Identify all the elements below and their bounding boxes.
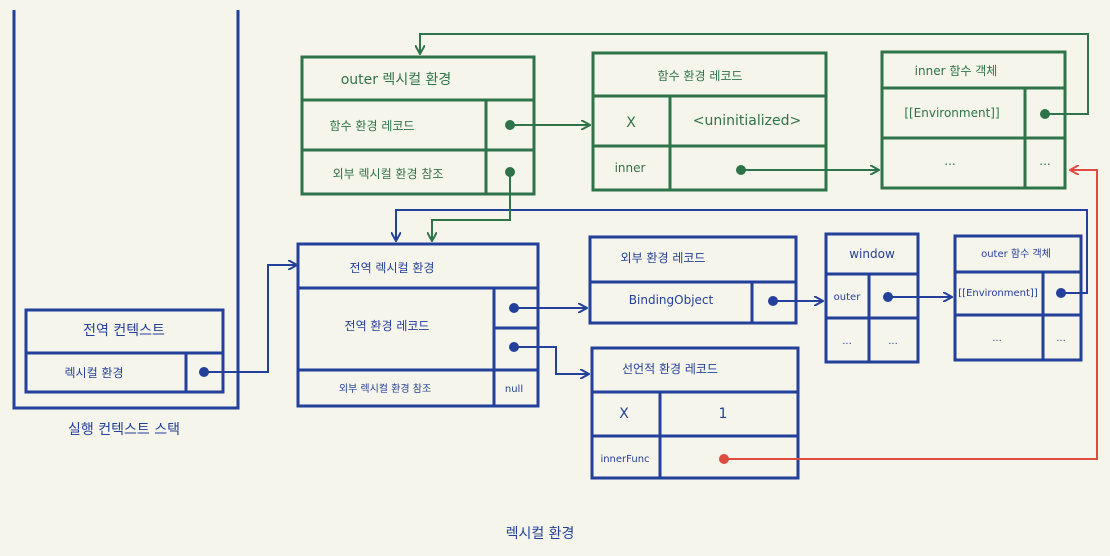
inner-function-object	[880, 50, 1067, 190]
window-outer-key: outer	[834, 292, 862, 303]
global-lexical-environment	[296, 242, 540, 408]
global-context-title: 전역 컨텍스트	[83, 323, 165, 339]
outer-object-ellipsis-key: ...	[992, 333, 1002, 344]
diagram-caption: 렉시컬 환경	[506, 526, 575, 542]
outer-lex-outer-reference-label: 외부 렉시컬 환경 참조	[333, 167, 444, 181]
arrow-outer-ref-to-global-lex	[432, 172, 511, 240]
global-lex-title: 전역 렉시컬 환경	[350, 261, 435, 275]
outer-lex-function-record-label: 함수 환경 레코드	[330, 119, 415, 133]
global-context-lexical-env-label: 렉시컬 환경	[64, 366, 123, 380]
decl-record-title: 선언적 환경 레코드	[622, 362, 718, 376]
func-record-title: 함수 환경 레코드	[658, 69, 743, 83]
outer-environment-record	[588, 235, 798, 325]
inner-object-title: inner 함수 객체	[915, 64, 998, 78]
arrow-outer-object-env-to-global-lex	[396, 209, 1088, 294]
decl-record-x-value: 1	[719, 406, 728, 422]
outer-object-ellipsis-value: ...	[1056, 333, 1066, 344]
function-environment-record	[591, 51, 828, 192]
func-record-x-value: <uninitialized>	[693, 113, 801, 129]
outer-object-environment-key: [[Environment]]	[958, 288, 1038, 299]
execution-context-stack	[12, 10, 240, 410]
inner-object-ellipsis-key: ...	[944, 154, 955, 168]
outer-record-title: 외부 환경 레코드	[621, 251, 706, 265]
outer-record-binding-object: BindingObject	[629, 293, 714, 307]
global-execution-context	[24, 308, 225, 394]
window-title: window	[849, 247, 895, 261]
func-record-inner-key: inner	[615, 161, 646, 175]
declarative-environment-record	[590, 346, 800, 480]
inner-object-environment-key: [[Environment]]	[904, 106, 999, 120]
outer-object-title: outer 함수 객체	[981, 248, 1051, 260]
arrow-innerfunc-to-inner-object	[724, 170, 1098, 460]
stack-caption: 실행 컨텍스트 스택	[68, 422, 180, 438]
inner-object-ellipsis-value: ...	[1039, 154, 1050, 168]
outer-lex-title: outer 렉시컬 환경	[341, 72, 452, 88]
outer-function-object	[953, 234, 1083, 362]
window-ellipsis-key: ...	[842, 336, 852, 347]
decl-record-x-key: X	[619, 406, 629, 422]
global-lex-record-label: 전역 환경 레코드	[345, 319, 430, 333]
global-lex-outer-reference-label: 외부 렉시컬 환경 참조	[339, 382, 431, 395]
global-lex-outer-reference-null: null	[505, 384, 523, 395]
arrow-to-decl-record	[514, 346, 588, 374]
decl-record-innerfunc-key: innerFunc	[600, 454, 649, 465]
arrow-inner-env-to-outer-lex	[420, 33, 1089, 115]
arrow-context-to-global-lex	[204, 265, 296, 373]
window-ellipsis-value: ...	[888, 336, 898, 347]
func-record-x-key: X	[626, 115, 636, 131]
